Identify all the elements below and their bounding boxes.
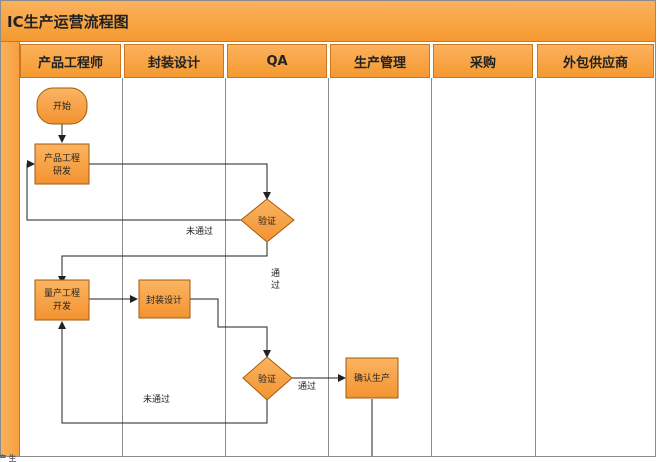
pass2-label: 通过 [298, 380, 316, 392]
lane-divider [225, 78, 226, 456]
rnd-label-line2: 研发 [53, 165, 71, 177]
lane-header-purchasing: 采购 [433, 44, 533, 78]
verify2-node [242, 356, 293, 401]
pass1-label-a: 通 [271, 268, 280, 279]
rnd-node [34, 143, 90, 185]
fail1-label: 未通过 [186, 225, 213, 237]
package-design-label: 封装设计 [146, 294, 182, 306]
diagram-title: IC生产运营流程图 [7, 13, 129, 31]
lane-divider [431, 78, 432, 456]
verify1-label: 验证 [258, 215, 276, 227]
lane-divider [535, 78, 536, 456]
rnd-label-line1: 产品工程 [44, 152, 80, 164]
lane-divider [328, 78, 329, 456]
confirm-production-node [345, 357, 399, 399]
verify1-node [240, 198, 295, 243]
title-bar: IC生产运营流程图 [1, 1, 655, 42]
lane-header-product-engineer: 产品工程师 [20, 44, 121, 78]
lane-header-package-design: 封装设计 [124, 44, 224, 78]
edge-rnd-to-verify1 [89, 163, 271, 200]
edge-verify1-fail [26, 160, 243, 221]
start-label: 开始 [53, 100, 71, 112]
side-label: 生产设计 [0, 454, 17, 462]
pass1-label-b: 过 [271, 279, 280, 291]
fail2-label: 未通过 [143, 393, 170, 405]
lane-header-qa: QA [227, 44, 327, 78]
edge-verify1-pass [58, 242, 268, 284]
start-node [36, 87, 88, 125]
side-strip: 生产设计 [0, 42, 20, 462]
edge-verify2-fail [58, 321, 268, 424]
confirm-production-label: 确认生产 [354, 372, 390, 384]
mass-label-line1: 量产工程 [44, 287, 80, 299]
edge-pkg-to-verify2 [190, 298, 271, 358]
verify2-label: 验证 [258, 373, 276, 385]
package-design-node [138, 279, 191, 319]
lane-header-production-mgmt: 生产管理 [330, 44, 430, 78]
mass-label-line2: 开发 [53, 300, 71, 312]
mass-production-node [34, 279, 90, 321]
lane-header-outsourcing-supplier: 外包供应商 [537, 44, 654, 78]
lane-divider [122, 78, 123, 456]
